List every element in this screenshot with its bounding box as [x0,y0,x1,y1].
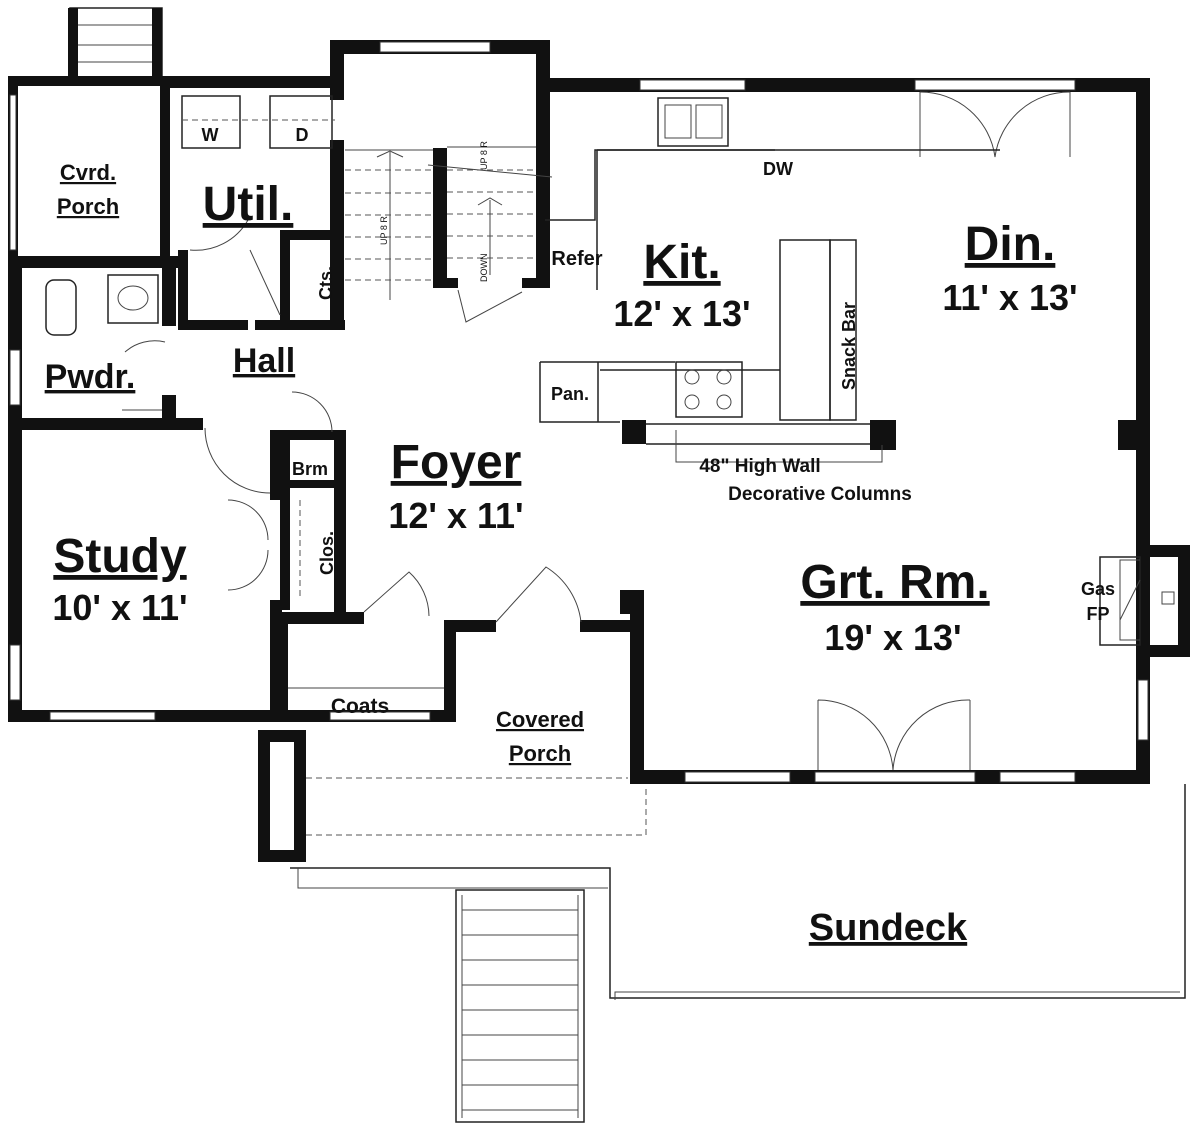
sundeck-outline [290,777,1186,1123]
pan-label: Pan. [551,384,589,404]
clos-label: Clos. [317,531,337,575]
stair-up-left-label: UP 8 R [379,216,389,245]
covered-porch-label-2: Porch [509,741,571,766]
covered-porch-label-1: Covered [496,707,584,732]
dryer-label: D [296,125,309,145]
refer-label: Refer [551,248,602,270]
stair-up-right-label: UP 8 R [479,141,489,170]
snack-bar-label: Snack Bar [839,302,859,390]
coats-label: Coats [331,695,389,718]
util-label: Util. [203,178,294,231]
deck-stairs [455,889,585,1123]
kit-label: Kit. [643,236,720,289]
grt-rm-label: Grt. Rm. [800,556,989,609]
gas-fp-label-2: FP [1086,604,1109,624]
study-size: 10' x 11' [52,587,187,628]
brm-label: Brm [292,459,328,479]
cts-label: Cts. [316,266,336,300]
kit-size: 12' x 13' [613,293,750,334]
hall-label: Hall [233,342,295,380]
pwdr-label: Pwdr. [45,358,136,396]
cooktop [675,361,743,418]
walls [8,40,1190,862]
fixtures [45,95,1175,689]
cvrd-porch-stair [68,7,163,79]
stairs: UP 8 R UP 8 R DOWN [345,141,553,300]
stair-down-label: DOWN [479,254,489,283]
cvrd-porch-label-2: Porch [57,194,119,219]
foyer-label: Foyer [391,436,522,489]
grt-rm-size: 19' x 13' [824,617,961,658]
kitchen-sink [657,97,729,147]
cvrd-porch-label-1: Cvrd. [60,160,116,185]
sink [107,274,159,324]
room-labels: Cvrd. Porch W D Util. Pwdr. Hall Cts. St… [45,125,1115,949]
foyer-size: 12' x 11' [388,495,523,536]
din-size: 11' x 13' [942,277,1077,318]
wall-note-1: 48" High Wall [699,456,820,477]
gas-fp-label-1: Gas [1081,579,1115,599]
dw-label: DW [763,159,793,179]
din-label: Din. [965,218,1056,271]
sundeck-label: Sundeck [809,907,968,949]
dryer [269,95,333,149]
wall-note-2: Decorative Columns [728,484,912,505]
washer-label: W [202,125,219,145]
windows [9,41,1149,783]
doors [122,91,1071,771]
washer [181,95,241,149]
toilet [45,279,77,336]
study-label: Study [53,530,187,583]
